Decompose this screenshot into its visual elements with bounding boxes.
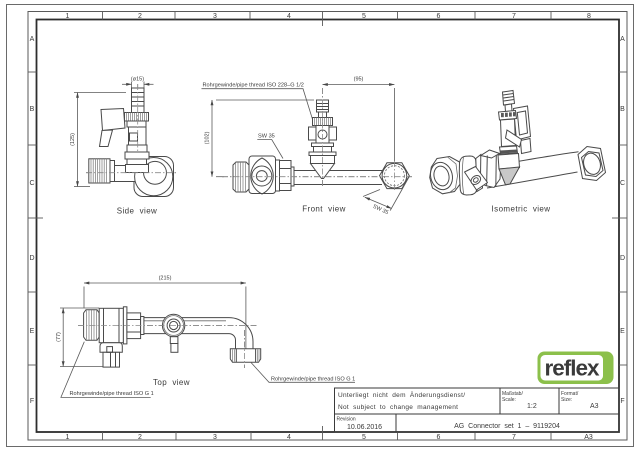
svg-text:7: 7 <box>512 434 516 441</box>
svg-text:A3: A3 <box>584 434 593 441</box>
svg-text:A3: A3 <box>590 403 599 410</box>
svg-text:SW 35: SW 35 <box>258 134 275 140</box>
svg-text:Side view: Side view <box>117 207 157 216</box>
svg-text:Scale:: Scale: <box>502 397 516 403</box>
svg-text:F: F <box>620 398 624 405</box>
svg-text:(215): (215) <box>159 276 172 282</box>
svg-text:B: B <box>620 106 625 113</box>
svg-text:Maßstab/: Maßstab/ <box>502 391 523 397</box>
svg-text:F: F <box>30 398 34 405</box>
svg-text:1:2: 1:2 <box>527 403 537 410</box>
svg-text:1: 1 <box>66 434 70 441</box>
svg-text:6: 6 <box>437 434 441 441</box>
svg-text:5: 5 <box>362 434 366 441</box>
svg-text:2: 2 <box>138 13 142 20</box>
svg-text:Rohrgewinde/pipe thread ISO 22: Rohrgewinde/pipe thread ISO 228–G 1/2 <box>203 83 304 89</box>
svg-text:Size:: Size: <box>561 397 572 403</box>
svg-text:B: B <box>30 106 35 113</box>
svg-text:6: 6 <box>437 13 441 20</box>
svg-text:Revision: Revision <box>337 417 356 423</box>
svg-text:C: C <box>620 180 625 187</box>
svg-text:Unterliegt nicht dem Änderungs: Unterliegt nicht dem Änderungsdienst/ <box>338 391 465 399</box>
svg-text:Format/: Format/ <box>561 391 579 397</box>
svg-text:(ø15): (ø15) <box>131 77 144 83</box>
svg-text:7: 7 <box>512 13 516 20</box>
svg-text:(102): (102) <box>205 131 211 144</box>
svg-text:(125): (125) <box>70 133 76 146</box>
svg-text:D: D <box>620 255 625 262</box>
svg-text:4: 4 <box>287 13 291 20</box>
svg-text:(95): (95) <box>354 77 364 83</box>
svg-text:Top view: Top view <box>153 378 190 387</box>
svg-text:1: 1 <box>66 13 70 20</box>
svg-text:Not subject to change manageme: Not subject to change management <box>338 404 458 411</box>
svg-text:Front view: Front view <box>302 205 346 214</box>
svg-text:C: C <box>29 180 34 187</box>
svg-text:10.06.2016: 10.06.2016 <box>347 424 382 431</box>
svg-text:E: E <box>620 328 625 335</box>
svg-text:4: 4 <box>287 434 291 441</box>
svg-text:A: A <box>30 36 35 43</box>
svg-text:E: E <box>30 328 35 335</box>
svg-text:Isometric view: Isometric view <box>492 205 551 214</box>
svg-text:Rohrgewinde/pipe thread ISO G: Rohrgewinde/pipe thread ISO G 1 <box>271 377 355 383</box>
svg-text:AG Connector set 1 – 9119: AG Connector set 1 – 9119204 <box>454 423 560 430</box>
svg-text:5: 5 <box>362 13 366 20</box>
svg-text:3: 3 <box>213 434 217 441</box>
svg-text:reflex: reflex <box>544 356 600 381</box>
svg-text:8: 8 <box>587 13 591 20</box>
svg-text:3: 3 <box>213 13 217 20</box>
svg-text:(77): (77) <box>56 332 62 342</box>
svg-text:Rohrgewinde/pipe thread ISO G: Rohrgewinde/pipe thread ISO G 1 <box>70 391 154 397</box>
svg-text:A: A <box>620 36 625 43</box>
svg-text:D: D <box>29 255 34 262</box>
svg-text:2: 2 <box>138 434 142 441</box>
